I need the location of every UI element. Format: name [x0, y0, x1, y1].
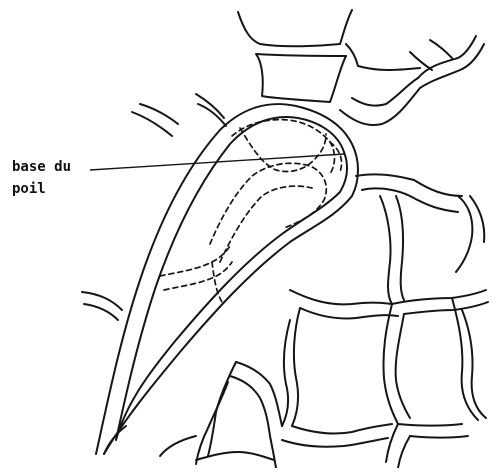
leader-line [90, 154, 344, 170]
hair-outline [96, 104, 358, 454]
annotation-label-line-1: base du [12, 158, 71, 177]
annotation-label-line-2: poil [12, 180, 46, 199]
